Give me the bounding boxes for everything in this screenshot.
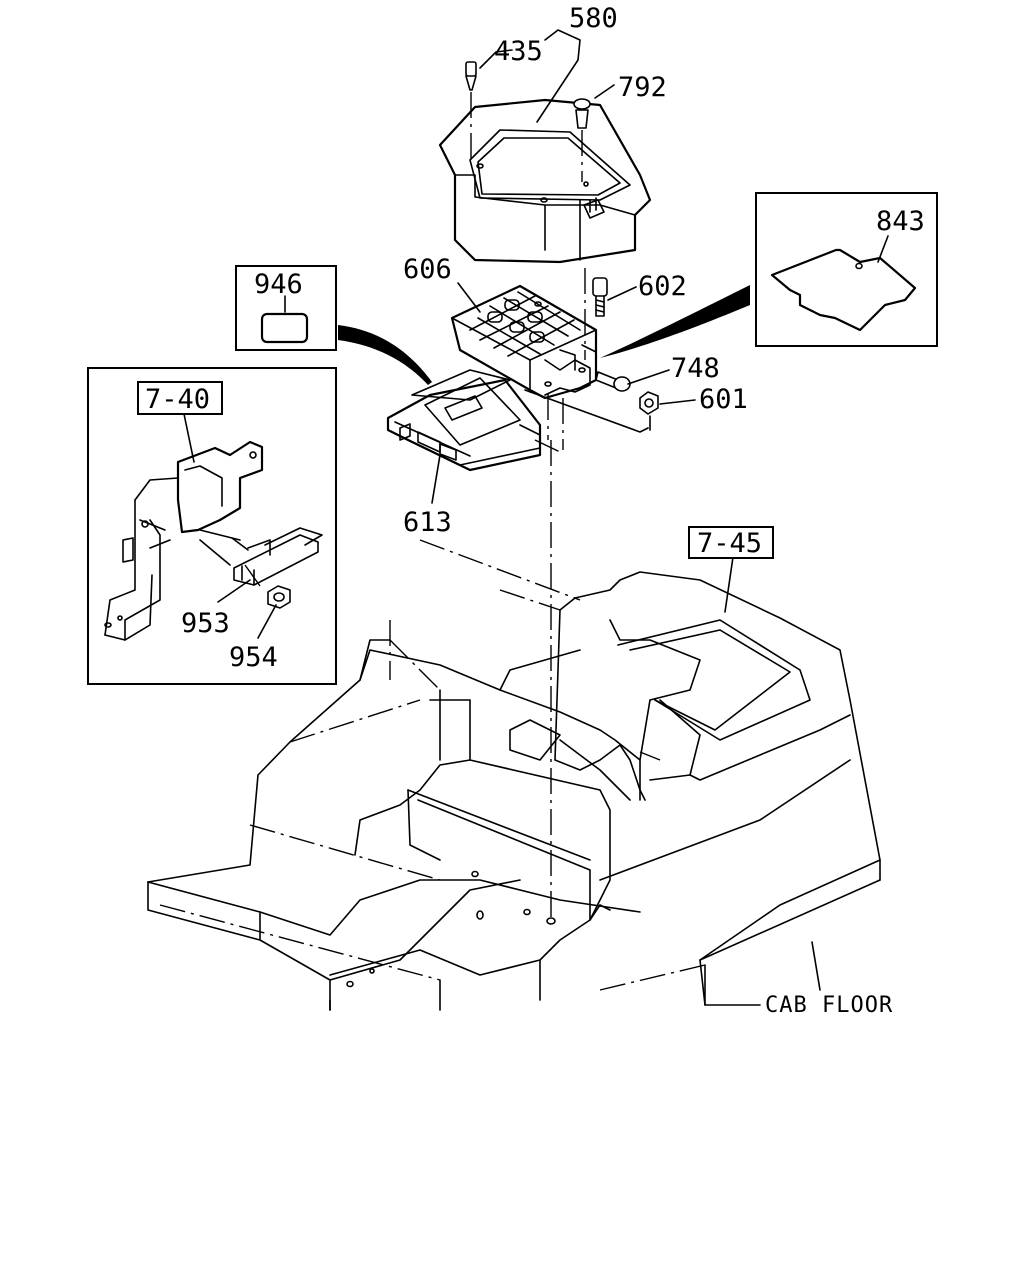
bracket-606-drawing xyxy=(450,268,649,450)
cab-floor-label: CAB FLOOR xyxy=(765,993,893,1018)
callout-601: 601 xyxy=(699,384,748,415)
callout-946: 946 xyxy=(254,269,303,300)
clip-792-drawing xyxy=(573,98,591,182)
console-cover-drawing xyxy=(438,98,652,264)
callout-748: 748 xyxy=(671,353,720,384)
inset-946 xyxy=(235,265,337,351)
callout-953: 953 xyxy=(181,608,230,639)
callout-843: 843 xyxy=(876,206,925,237)
callout-792: 792 xyxy=(618,72,667,103)
ref-7-45: 7-45 xyxy=(697,528,762,559)
inset-7-40 xyxy=(87,367,337,685)
screw-435-drawing xyxy=(465,61,477,165)
cab-floor-drawing xyxy=(147,539,881,1011)
ref-7-40: 7-40 xyxy=(145,384,210,415)
bolt-748-drawing xyxy=(595,371,631,392)
ref-7-45-box xyxy=(688,526,774,559)
callout-602: 602 xyxy=(638,271,687,302)
bolt-602-drawing xyxy=(592,277,608,317)
callout-580: 580 xyxy=(569,3,618,34)
leader-946-arrow xyxy=(338,325,432,385)
callout-435: 435 xyxy=(494,36,543,67)
inset-843 xyxy=(755,192,938,347)
callout-606: 606 xyxy=(403,254,452,285)
nut-601-drawing xyxy=(639,391,659,431)
ecu-613-drawing xyxy=(386,369,561,472)
callout-613: 613 xyxy=(403,507,452,538)
callout-954: 954 xyxy=(229,642,278,673)
leader-lines xyxy=(217,29,821,991)
